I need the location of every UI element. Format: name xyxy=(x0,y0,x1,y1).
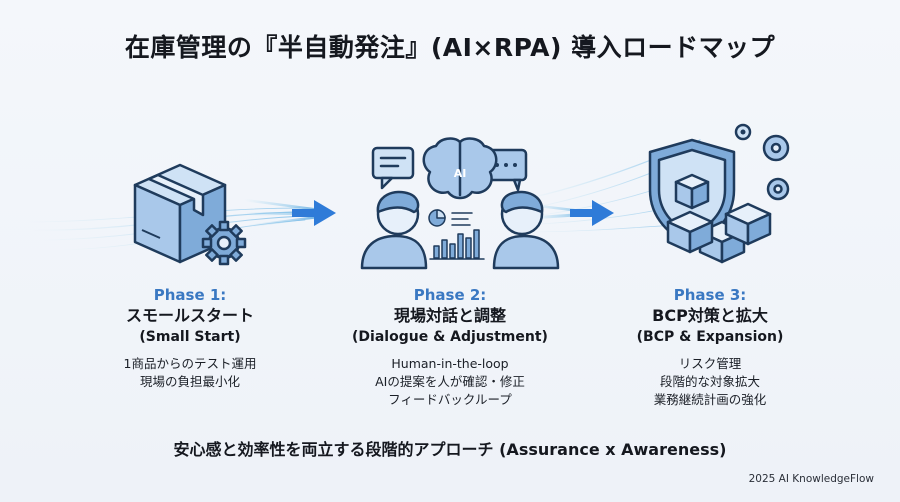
analytics-chart-icon xyxy=(428,209,485,260)
stacked-boxes-icon xyxy=(666,202,772,264)
phase-2: Phase 2: 現場対話と調整 (Dialogue & Adjustment)… xyxy=(320,285,580,409)
speech-bubble-icon xyxy=(371,146,415,190)
phase-desc-line: AIの提案を人が確認・修正 xyxy=(375,374,525,389)
phase-desc-line: 業務継続計画の強化 xyxy=(653,392,767,407)
phase-1: Phase 1: スモールスタート (Small Start) 1商品からのテス… xyxy=(60,285,320,391)
phase-desc-line: 1商品からのテスト運用 xyxy=(123,356,257,371)
people-ai-dialogue-icon: AI xyxy=(360,137,560,270)
ai-badge: AI xyxy=(454,167,467,180)
gear-icon xyxy=(762,134,790,162)
speed-streaks xyxy=(24,139,711,251)
box-gear-icon xyxy=(133,163,247,266)
phase-desc-line: Human-in-the-loop xyxy=(391,356,509,371)
page-title: 在庫管理の『半自動発注』(AI×RPA) 導入ロードマップ xyxy=(124,33,776,62)
summary-text: 安心感と効率性を両立する段階的アプローチ (Assurance x Awaren… xyxy=(173,440,727,459)
arrow-right-icon xyxy=(292,200,336,226)
phase-desc-line: リスク管理 xyxy=(678,356,742,371)
package-icon xyxy=(674,173,710,210)
credit-text: 2025 AI KnowledgeFlow xyxy=(748,473,874,485)
arrow-right-icon xyxy=(570,200,614,226)
phase-label: Phase 3: xyxy=(673,286,747,304)
roadmap-illustration: AI xyxy=(24,123,790,270)
phase-3: Phase 3: BCP対策と拡大 (BCP & Expansion) リスク管… xyxy=(580,285,840,409)
phase-subtitle: (BCP & Expansion) xyxy=(636,329,784,345)
person-left-icon xyxy=(360,190,428,270)
shield-boxes-icon xyxy=(648,123,790,264)
phase-label: Phase 2: xyxy=(413,286,487,304)
phase-desc-line: 段階的な対象拡大 xyxy=(659,374,760,389)
phase-title: BCP対策と拡大 xyxy=(652,306,768,325)
phase-title: スモールスタート xyxy=(125,306,254,325)
phase-subtitle: (Small Start) xyxy=(139,329,241,345)
ai-brain-icon xyxy=(422,137,498,200)
person-right-icon xyxy=(492,190,560,270)
phase-desc-line: フィードバックループ xyxy=(388,392,512,407)
phase-desc-line: 現場の負担最小化 xyxy=(139,374,240,389)
phase-subtitle: (Dialogue & Adjustment) xyxy=(352,329,548,345)
phase-title: 現場対話と調整 xyxy=(393,306,506,325)
gear-icon xyxy=(766,177,790,201)
gear-icon xyxy=(734,123,752,141)
phase-label: Phase 1: xyxy=(153,286,227,304)
